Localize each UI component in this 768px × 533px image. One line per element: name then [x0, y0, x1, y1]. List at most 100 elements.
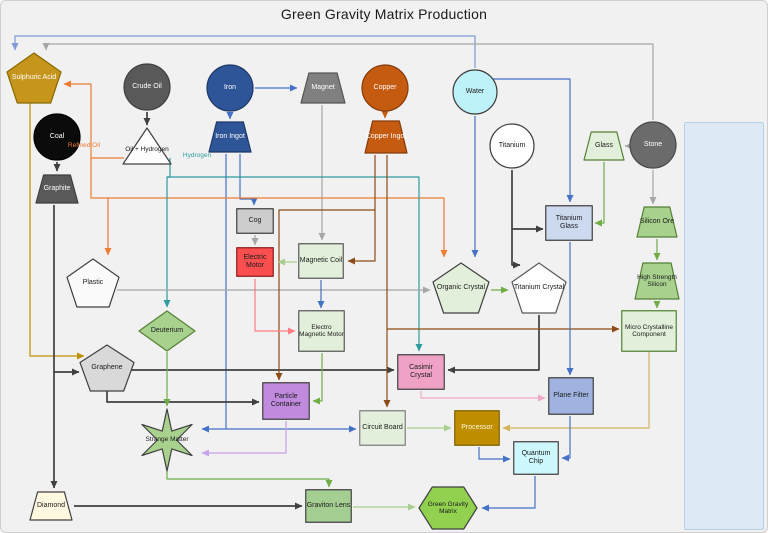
node-coal[interactable]: Coal: [33, 113, 81, 161]
edge-oil-hydrogen-to-organic-crystal: [108, 197, 448, 258]
node-crude-oil-label: Crude Oil: [132, 83, 162, 91]
node-casimir-crystal[interactable]: Casimir Crystal: [397, 354, 445, 390]
node-iron-ingot-label: Iron Ingot: [215, 133, 245, 141]
node-casimir-crystal-label: Casimir Crystal: [409, 364, 433, 379]
edge-water-to-sulphuric-acid: [11, 35, 476, 68]
node-deuterium[interactable]: Deuterium: [138, 310, 196, 352]
node-iron[interactable]: Iron: [206, 64, 254, 112]
node-crude-oil[interactable]: Crude Oil: [123, 63, 171, 111]
node-electric-motor-label: Electric Motor: [243, 254, 267, 269]
node-magnet[interactable]: Magnet: [300, 72, 346, 104]
node-copper-label: Copper: [373, 84, 397, 92]
node-coal-label: Coal: [49, 133, 65, 141]
edge-oil-hydrogen-to-deuterium: [163, 158, 171, 308]
node-titanium[interactable]: Titanium: [489, 123, 535, 169]
node-magnetic-coil[interactable]: Magnetic Coil: [298, 243, 344, 279]
edge-strange-matter-to-graviton-lens: [166, 471, 333, 488]
node-particle-container-label: Particle Container: [270, 393, 302, 408]
node-glass[interactable]: Glass: [583, 131, 625, 161]
node-copper[interactable]: Copper: [361, 64, 409, 112]
node-particle-container[interactable]: Particle Container: [262, 382, 310, 420]
node-deuterium-label: Deuterium: [150, 327, 184, 335]
node-quantum-chip[interactable]: Quantum Chip: [513, 441, 559, 475]
edge-titanium-to-titanium-glass: [511, 170, 544, 233]
node-silicon-ore-label: Silicon Ore: [639, 218, 675, 226]
node-electric-motor[interactable]: Electric Motor: [236, 247, 274, 277]
edge-iron-ingot-to-cog: [239, 154, 258, 206]
edge-processor-to-quantum-chip: [478, 447, 511, 463]
node-processor[interactable]: Processor: [454, 410, 500, 446]
node-diamond[interactable]: Diamond: [29, 491, 73, 521]
edge-casimir-crystal-to-plane-filter: [420, 391, 546, 402]
node-oil-hydrogen-label: Oil + Hydrogen: [125, 146, 169, 153]
edge-graphene-to-particle-container: [106, 391, 260, 406]
node-quantum-chip-label: Quantum Chip: [521, 450, 551, 465]
edge-oil-hydrogen-to-sulphuric-acid: [63, 80, 124, 159]
node-plane-filter-label: Plane Filter: [553, 392, 589, 400]
node-graphene-label: Graphene: [91, 364, 123, 372]
node-plastic[interactable]: Plastic: [66, 258, 120, 308]
node-circuit-board[interactable]: Circuit Board: [359, 410, 406, 446]
node-titanium-crystal-label: Titanium Crystal: [513, 284, 565, 292]
node-high-strength-silicon-label: High Strength Silicon: [637, 273, 677, 288]
node-strange-matter-label: Strange Matter: [145, 436, 189, 444]
edge-electric-motor-to-electro-magnetic-motor: [254, 279, 296, 335]
node-water-label: Water: [465, 88, 485, 96]
node-magnet-label: Magnet: [311, 84, 335, 92]
node-water[interactable]: Water: [452, 69, 498, 115]
node-micro-crystalline-component[interactable]: Micro Crystalline Component: [621, 310, 677, 352]
node-oil-hydrogen[interactable]: Oil + Hydrogen: [122, 127, 172, 165]
edge-glass-to-titanium-glass: [594, 162, 605, 227]
edge-water-to-titanium-glass: [492, 78, 574, 203]
edge-oil-hydrogen-to-casimir-crystal: [167, 176, 423, 352]
edge-copper-ingot-to-particle-container: [275, 209, 375, 381]
node-iron-ingot[interactable]: Iron Ingot: [208, 121, 252, 153]
node-electro-magnetic-motor-label: Electro Magnetic Motor: [299, 323, 344, 338]
node-strange-matter[interactable]: Strange Matter: [137, 408, 197, 472]
node-green-gravity-matrix-label: Green Gravity Matrix: [427, 500, 469, 515]
node-iron-label: Iron: [223, 84, 237, 92]
edge-titanium-crystal-to-casimir-crystal: [447, 315, 540, 374]
node-titanium-label: Titanium: [498, 142, 526, 150]
node-green-gravity-matrix[interactable]: Green Gravity Matrix: [418, 486, 478, 530]
edge-titanium-to-titanium-crystal: [511, 229, 521, 269]
node-circuit-board-label: Circuit Board: [362, 424, 403, 432]
node-copper-ingot[interactable]: Copper Ingot: [364, 120, 408, 154]
node-silicon-ore[interactable]: Silicon Ore: [636, 206, 678, 238]
node-sulphuric-acid-label: Sulphuric Acid: [11, 74, 57, 82]
node-cog[interactable]: Cog: [236, 208, 274, 234]
node-stone[interactable]: Stone: [629, 121, 677, 169]
node-diamond-label: Diamond: [36, 502, 65, 510]
node-organic-crystal[interactable]: Organic Crystal: [432, 262, 490, 314]
diagram-title: Green Gravity Matrix Production: [280, 6, 488, 22]
node-organic-crystal-label: Organic Crystal: [436, 284, 486, 292]
node-graphite-label: Graphite: [43, 185, 71, 193]
edge-particle-container-to-strange-matter: [201, 421, 287, 457]
edge-micro-crystalline-component-to-processor: [502, 352, 650, 432]
node-electro-magnetic-motor[interactable]: Electro Magnetic Motor: [298, 310, 345, 352]
edge-quantum-chip-to-green-gravity-matrix: [481, 476, 536, 512]
node-sulphuric-acid[interactable]: Sulphuric Acid: [6, 52, 62, 104]
node-graviton-lens[interactable]: Graviton Lens: [305, 489, 352, 523]
node-plastic-label: Plastic: [82, 279, 104, 287]
node-stone-label: Stone: [643, 141, 663, 149]
node-titanium-glass[interactable]: Titanium Glass: [545, 205, 593, 241]
node-high-strength-silicon[interactable]: High Strength Silicon: [634, 262, 680, 300]
edge-iron-ingot-to-strange-matter: [201, 154, 227, 433]
edge-oil-hydrogen-to-plastic: [90, 158, 112, 256]
node-micro-crystalline-component-label: Micro Crystalline Component: [624, 323, 674, 338]
node-plane-filter[interactable]: Plane Filter: [548, 377, 594, 415]
edge-stone-to-sulphuric-acid: [42, 43, 654, 120]
node-graphite[interactable]: Graphite: [35, 174, 79, 204]
edge-sulphuric-acid-to-graphene: [29, 102, 85, 360]
node-magnetic-coil-label: Magnetic Coil: [299, 257, 343, 265]
edge-plane-filter-to-quantum-chip: [561, 416, 571, 462]
node-graviton-lens-label: Graviton Lens: [306, 502, 351, 510]
node-titanium-crystal[interactable]: Titanium Crystal: [511, 262, 567, 314]
edge-copper-ingot-to-magnetic-coil: [347, 155, 376, 265]
node-processor-label: Processor: [461, 424, 493, 432]
node-graphene[interactable]: Graphene: [79, 344, 135, 392]
node-copper-ingot-label: Copper Ingot: [365, 133, 407, 141]
